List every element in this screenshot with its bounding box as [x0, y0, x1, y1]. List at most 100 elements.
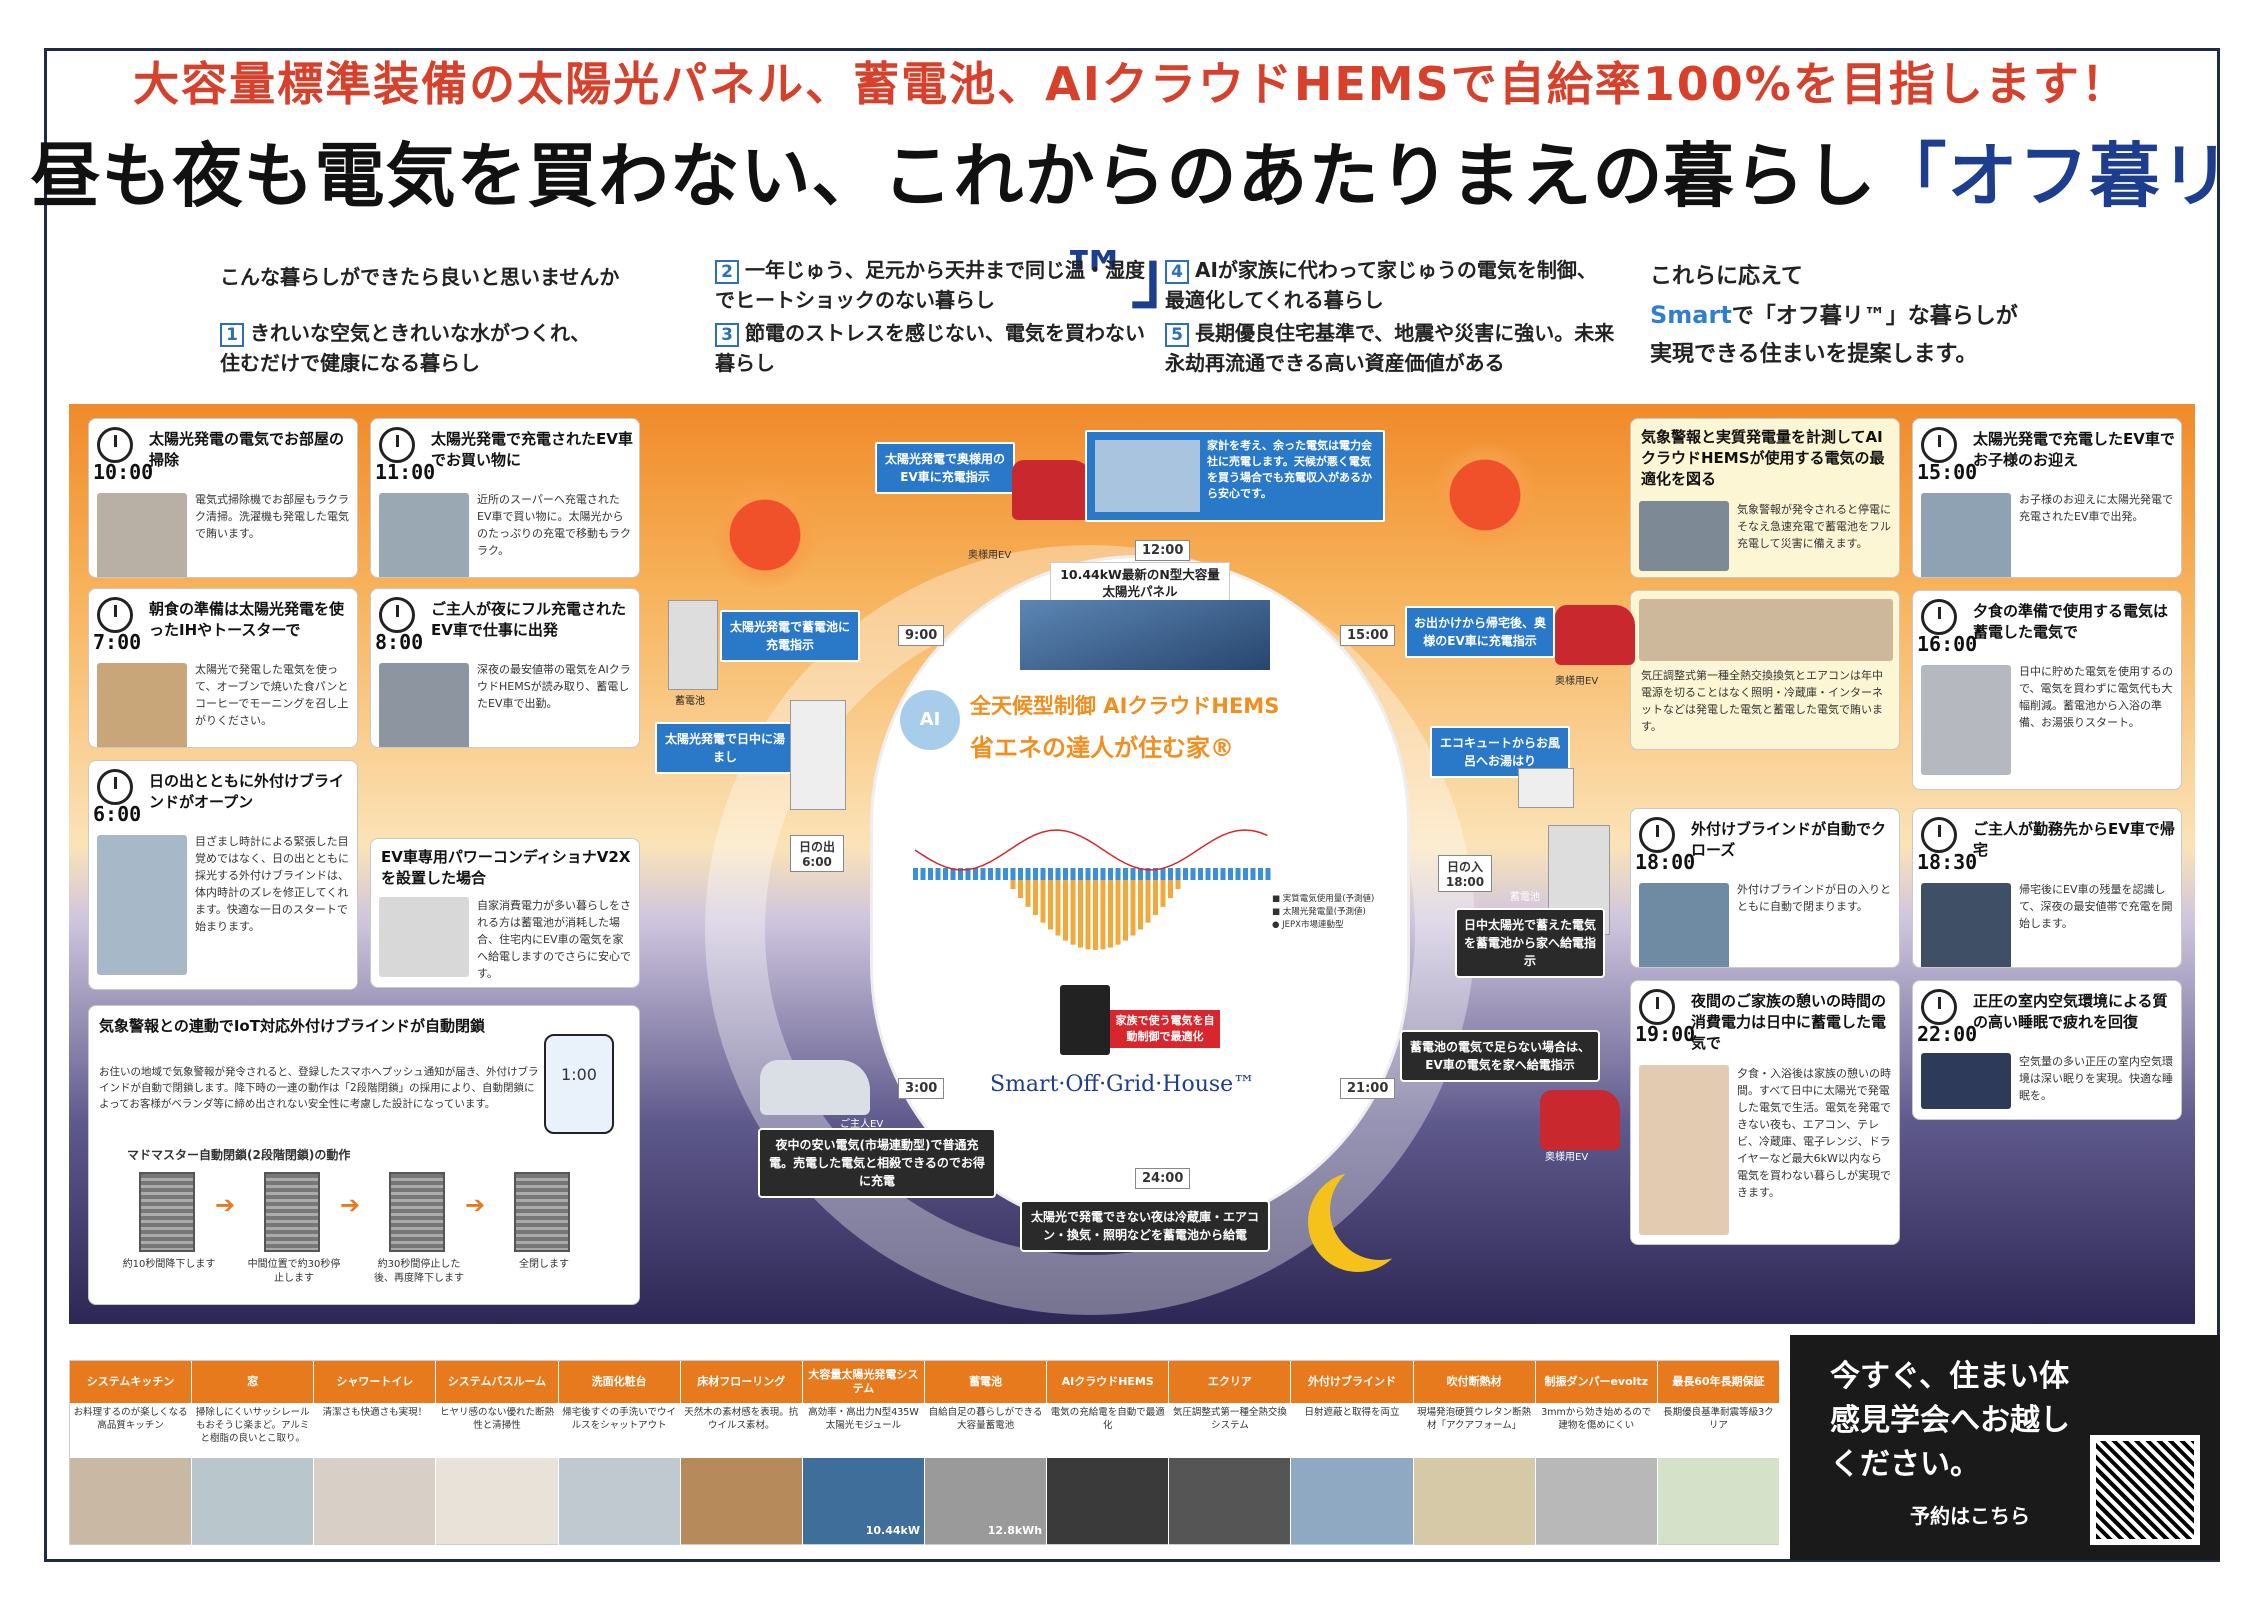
intro-text: きれいな空気ときれいな水がつくれ、住むだけで健康になる暮らし — [220, 321, 591, 375]
feature-item: システムバスルームヒヤリ感のない優れた断熱性と清掃性 — [436, 1361, 559, 1546]
card-time: 19:00 — [1635, 1022, 1696, 1046]
chart-bars — [913, 829, 1271, 950]
ev-car-icon — [1555, 605, 1635, 665]
feature-title: 外付けブラインド — [1291, 1361, 1413, 1403]
solar-bar — [1018, 880, 1023, 899]
usage-bar — [1160, 868, 1166, 880]
feature-desc: 天然木の素材感を表現。抗ウイルス素材。 — [680, 1403, 802, 1458]
ev-wife-label: 奥様用EV — [1555, 676, 1599, 687]
card-body: 近所のスーパーへ充電されたEV車で買い物に。太陽光からのたっぷりの充電で移動もラ… — [477, 493, 631, 557]
usage-bar — [1063, 868, 1068, 880]
solar-bar — [1138, 880, 1143, 930]
schedule-card-0600: 6:00 日の出とともに外付けブラインドがオープン 目ざまし時計による緊張した目… — [88, 760, 358, 990]
ev-car-icon — [1012, 460, 1092, 520]
pickup-photo — [1921, 493, 2011, 577]
weather-alert-card: 気象警報と実質発電量を計測してAIクラウドHEMSが使用する電気の最適化を図る … — [1630, 418, 1900, 578]
solar-bar — [1063, 880, 1068, 941]
solar-bar — [1175, 880, 1181, 890]
sun-icon — [710, 480, 820, 590]
feature-photo — [1047, 1458, 1169, 1544]
ev-car-icon — [760, 1060, 870, 1115]
usage-bar — [1033, 868, 1038, 880]
arrow-right-icon: ➔ — [215, 1191, 236, 1219]
proposal-line3: 実現できる住まいを提案します。 — [1650, 342, 1978, 367]
feature-desc: 3mmから効き始めるので建物を傷めにくい — [1535, 1403, 1657, 1458]
time-label: 21:00 — [1340, 1078, 1396, 1099]
feature-item: シャワートイレ清潔さも快適さも実現！ — [314, 1361, 437, 1546]
iot-title: 気象警報との連動でIoT対応外付けブラインドが自動閉鎖 — [99, 1017, 485, 1035]
sunset-label: 日の入 18:00 — [1438, 855, 1492, 892]
feature-title: システムバスルーム — [436, 1361, 558, 1403]
schedule-card-2200: 22:00 正圧の室内空気環境による質の高い睡眠で疲れを回復 空気量の多い正圧の… — [1912, 980, 2182, 1120]
ev-wife-label: 奥様用EV — [1545, 1152, 1589, 1163]
usage-bar — [1018, 868, 1023, 880]
ecocute-icon — [1518, 768, 1574, 808]
phone-icon: 1:00 — [544, 1034, 614, 1134]
feature-photo — [558, 1458, 680, 1544]
feature-desc: 帰宅後すぐの手洗いでウイルスをシャットアウト — [558, 1403, 680, 1458]
clock-icon — [97, 769, 133, 805]
intro-lead: こんな暮らしができたら良いと思いませんか — [220, 265, 620, 289]
solar-bar — [1093, 880, 1098, 950]
night-charge-box: 夜中の安い電気(市場連動型)で普通充電。売電した電気と相殺できるのでお得に充電 — [758, 1128, 996, 1198]
clock-icon — [1921, 817, 1957, 853]
usage-bar — [1250, 868, 1256, 880]
usage-bar — [1078, 868, 1083, 880]
feature-photo — [314, 1458, 436, 1544]
usage-bar — [1138, 868, 1143, 880]
commute-photo — [379, 663, 469, 747]
solar-bar — [1153, 880, 1158, 915]
clock-icon — [1639, 817, 1675, 853]
usage-bar — [1025, 868, 1031, 880]
proposal-line1: これらに応えて — [1650, 264, 1803, 289]
usage-bar — [1123, 868, 1128, 880]
solar-bar — [1040, 880, 1046, 923]
solar-bar — [1123, 880, 1128, 941]
feature-photo — [436, 1458, 558, 1544]
schedule-card-0700: 7:00 朝食の準備は太陽光発電を使ったIHやトースターで 太陽光で発電した電気… — [88, 588, 358, 748]
solar-bar — [1048, 880, 1053, 930]
usage-bar — [913, 868, 918, 880]
feature-desc: 高効率・高出力N型435W太陽光モジュール — [802, 1403, 924, 1458]
time-label: 3:00 — [898, 1078, 945, 1099]
feature-title: 窓 — [192, 1361, 314, 1403]
smart-off-grid-logo: Smart·Off·Grid·House™ — [990, 1072, 1256, 1097]
card-body: 深夜の最安値帯の電気をAIクラウドHEMSが読み取り、蓄電したEV車で出勤。 — [477, 663, 631, 710]
ev-charge-box: 太陽光発電で奥様用のEV車に充電指示 — [875, 442, 1015, 494]
schedule-card-1000: 10:00 太陽光発電の電気でお部屋の掃除 電気式掃除機でお部屋もラクラク清掃。… — [88, 418, 358, 578]
driving-photo — [379, 493, 469, 577]
battery-charge-box: 太陽光発電で蓄電池に充電指示 — [720, 610, 860, 662]
card-time: 8:00 — [375, 630, 424, 654]
panel-label: 10.44kW最新のN型大容量太陽光パネル — [1050, 562, 1230, 604]
hems-title: 全天候型制御 AIクラウドHEMS — [970, 694, 1280, 718]
schedule-card-1900: 19:00 夜間のご家族の憩いの時間の消費電力は日中に蓄電した電気で 夕食・入浴… — [1630, 980, 1900, 1245]
card-body: 空気量の多い正圧の室内空気環境は深い眠りを実現。快適な睡眠を。 — [2019, 1055, 2173, 1102]
ventilation-card: 気圧調整式第一種全熱交換換気とエアコンは年中電源を切ることはなく照明・冷蔵庫・イ… — [1630, 590, 1900, 750]
card-time: 22:00 — [1917, 1022, 1978, 1046]
solar-bar — [1130, 880, 1136, 936]
garage-photo — [1921, 883, 2011, 967]
intro-text: 一年じゅう、足元から天井まで同じ温・湿度でヒートショックのない暮らし — [715, 258, 1145, 312]
usage-bar — [1220, 868, 1226, 880]
town-photo — [1639, 501, 1729, 571]
card-body: 帰宅後にEV車の残量を認識して、深夜の最安値帯で充電を開始します。 — [2019, 883, 2173, 930]
qr-code[interactable] — [2090, 1435, 2200, 1545]
card-title: 太陽光発電で充電したEV車でお子様のお迎え — [1973, 430, 2175, 469]
feature-title: 最長60年長期保証 — [1657, 1361, 1779, 1403]
feature-title: 制振ダンパーevoltz — [1535, 1361, 1657, 1403]
feature-spec: 10.44kW — [865, 1524, 920, 1537]
feature-item: 床材フローリング天然木の素材感を表現。抗ウイルス素材。 — [680, 1361, 803, 1546]
feature-item: エクリア気圧調整式第一種全熱交換システム — [1169, 1361, 1292, 1546]
usage-bar — [995, 868, 1001, 880]
reserve-link[interactable]: 予約はこちら — [1910, 1504, 2030, 1528]
sleep-photo — [1921, 1053, 2011, 1109]
iot-blind-card: 気象警報との連動でIoT対応外付けブラインドが自動閉鎖 お住いの地域で気象警報が… — [88, 1005, 640, 1305]
schedule-card-1100: 11:00 太陽光発電で充電されたEV車でお買い物に 近所のスーパーへ充電された… — [370, 418, 640, 578]
card-time: 15:00 — [1917, 460, 1978, 484]
usage-bar — [928, 868, 933, 880]
card-time: 18:30 — [1917, 850, 1978, 874]
